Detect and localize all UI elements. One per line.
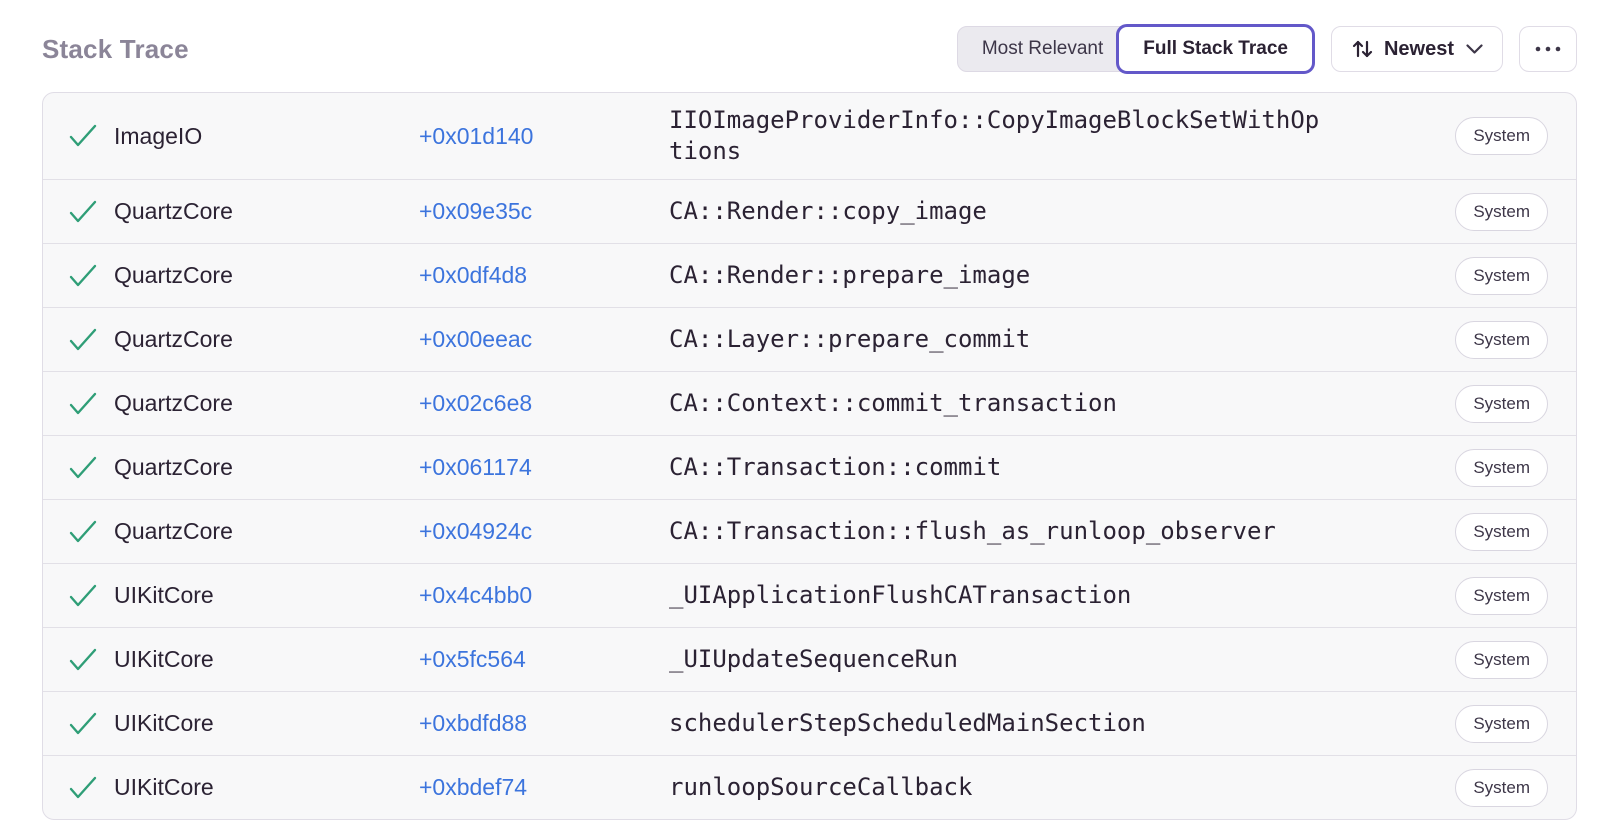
frame-address-link[interactable]: +0x04924c <box>419 518 533 544</box>
stack-frame-row[interactable]: QuartzCore +0x061174 CA::Transaction::co… <box>43 435 1576 499</box>
view-toggle-most-relevant[interactable]: Most Relevant <box>956 26 1141 72</box>
frame-function: runloopSourceCallback <box>669 773 973 801</box>
frame-address-link[interactable]: +0x5fc564 <box>419 646 526 672</box>
frame-function: CA::Render::copy_image <box>669 197 987 225</box>
checkmark-icon <box>69 264 114 288</box>
more-options-button[interactable] <box>1519 26 1577 72</box>
page-title: Stack Trace <box>42 33 189 64</box>
toolbar-controls: Most Relevant Full Stack Trace Newest <box>956 24 1577 74</box>
stack-trace-table: ImageIO +0x01d140 IIOImageProviderInfo::… <box>42 92 1577 820</box>
stack-frame-row[interactable]: UIKitCore +0x4c4bb0 _UIApplicationFlushC… <box>43 563 1576 627</box>
system-badge: System <box>1455 768 1548 807</box>
system-badge: System <box>1455 576 1548 615</box>
frame-function: _UIUpdateSequenceRun <box>669 645 958 673</box>
system-badge: System <box>1455 512 1548 551</box>
stack-frame-row[interactable]: UIKitCore +0xbdef74 runloopSourceCallbac… <box>43 755 1576 819</box>
system-badge: System <box>1455 117 1548 155</box>
frame-address-link[interactable]: +0x02c6e8 <box>419 390 533 416</box>
stack-frame-row[interactable]: QuartzCore +0x0df4d8 CA::Render::prepare… <box>43 243 1576 307</box>
system-badge: System <box>1455 384 1548 423</box>
frame-function: CA::Render::prepare_image <box>669 261 1031 289</box>
frame-address-link[interactable]: +0xbdfd88 <box>419 710 528 736</box>
frame-address-link[interactable]: +0x01d140 <box>419 122 534 149</box>
system-badge: System <box>1455 192 1548 231</box>
sort-button[interactable]: Newest <box>1330 26 1503 72</box>
system-badge: System <box>1455 448 1548 487</box>
frame-address-link[interactable]: +0x061174 <box>419 454 532 480</box>
frame-function: CA::Transaction::commit <box>669 453 1002 481</box>
view-toggle-full-stack-trace[interactable]: Full Stack Trace <box>1116 24 1315 74</box>
frame-address-link[interactable]: +0x00eeac <box>419 326 533 352</box>
system-badge: System <box>1455 320 1548 359</box>
frame-address-link[interactable]: +0xbdef74 <box>419 774 528 800</box>
stack-frame-row[interactable]: QuartzCore +0x04924c CA::Transaction::fl… <box>43 499 1576 563</box>
stack-frame-row[interactable]: QuartzCore +0x00eeac CA::Layer::prepare_… <box>43 307 1576 371</box>
frame-module: QuartzCore <box>114 198 233 224</box>
frame-module: QuartzCore <box>114 518 233 544</box>
system-badge: System <box>1455 640 1548 679</box>
frame-function: CA::Context::commit_transaction <box>669 389 1117 417</box>
checkmark-icon <box>69 328 114 352</box>
frame-module: UIKitCore <box>114 646 214 672</box>
frame-function: CA::Transaction::flush_as_runloop_observ… <box>669 517 1276 545</box>
stack-frame-row[interactable]: QuartzCore +0x09e35c CA::Render::copy_im… <box>43 179 1576 243</box>
frame-module: UIKitCore <box>114 774 214 800</box>
checkmark-icon <box>69 776 114 800</box>
checkmark-icon <box>69 200 114 224</box>
frame-function: _UIApplicationFlushCATransaction <box>669 581 1132 609</box>
frame-module: UIKitCore <box>114 582 214 608</box>
frame-module: ImageIO <box>114 122 203 149</box>
checkmark-icon <box>69 712 114 736</box>
frame-function: IIOImageProviderInfo::CopyImageBlockSetW… <box>669 106 1320 165</box>
checkmark-icon <box>69 124 114 148</box>
checkmark-icon <box>69 584 114 608</box>
frame-function: CA::Layer::prepare_commit <box>669 325 1031 353</box>
frame-module: QuartzCore <box>114 454 233 480</box>
sort-label: Newest <box>1383 37 1454 60</box>
frame-module: QuartzCore <box>114 262 233 288</box>
checkmark-icon <box>69 648 114 672</box>
most-relevant-label: Most Relevant <box>981 38 1104 59</box>
frame-module: QuartzCore <box>114 390 233 416</box>
toolbar: Stack Trace Most Relevant Full Stack Tra… <box>0 0 1614 74</box>
checkmark-icon <box>69 456 114 480</box>
system-badge: System <box>1455 704 1548 743</box>
stack-frame-row[interactable]: UIKitCore +0x5fc564 _UIUpdateSequenceRun… <box>43 627 1576 691</box>
frame-address-link[interactable]: +0x0df4d8 <box>419 262 528 288</box>
frame-function: schedulerStepScheduledMainSection <box>669 709 1146 737</box>
frame-address-link[interactable]: +0x4c4bb0 <box>419 582 533 608</box>
ellipsis-icon <box>1535 46 1561 52</box>
stack-frame-row[interactable]: ImageIO +0x01d140 IIOImageProviderInfo::… <box>43 93 1576 179</box>
stack-frame-row[interactable]: UIKitCore +0xbdfd88 schedulerStepSchedul… <box>43 691 1576 755</box>
checkmark-icon <box>69 392 114 416</box>
frame-module: QuartzCore <box>114 326 233 352</box>
view-toggle: Most Relevant Full Stack Trace <box>956 24 1315 74</box>
checkmark-icon <box>69 520 114 544</box>
stack-frame-row[interactable]: QuartzCore +0x02c6e8 CA::Context::commit… <box>43 371 1576 435</box>
chevron-down-icon <box>1466 43 1483 55</box>
full-stack-trace-label: Full Stack Trace <box>1143 38 1288 59</box>
frame-module: UIKitCore <box>114 710 214 736</box>
system-badge: System <box>1455 256 1548 295</box>
frame-address-link[interactable]: +0x09e35c <box>419 198 533 224</box>
sort-arrows-icon <box>1351 37 1374 61</box>
